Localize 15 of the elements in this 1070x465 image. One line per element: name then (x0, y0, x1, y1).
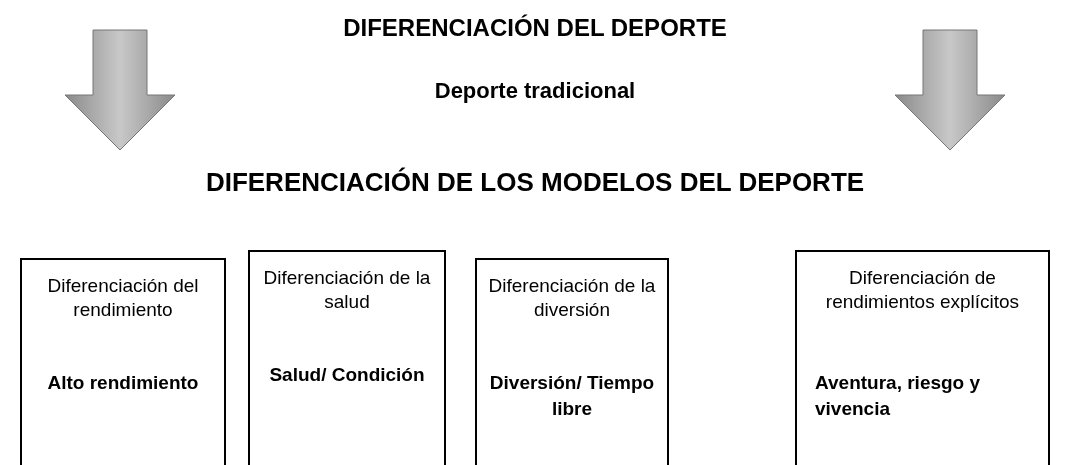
category-box (475, 258, 669, 465)
box-body: Alto rendimiento (46, 371, 200, 395)
category-box (20, 258, 226, 465)
title: DIFERENCIACIÓN DEL DEPORTE (342, 14, 728, 42)
box-heading: Diferenciación de la salud (262, 266, 432, 314)
box-body: Salud/ Condición (268, 363, 426, 387)
box-heading: Diferenciación de la diversión (487, 274, 657, 322)
box-body: Aventura, riesgo y vivencia (814, 371, 982, 421)
category-box (795, 250, 1050, 465)
box-heading: Diferenciación de rendimientos explícitos (824, 266, 1021, 314)
category-box (248, 250, 446, 465)
heading: DIFERENCIACIÓN DE LOS MODELOS DEL DEPORTE (204, 167, 866, 198)
box-heading: Diferenciación del rendimiento (46, 274, 200, 322)
subtitle: Deporte tradicional (433, 78, 637, 104)
box-body: Diversión/ Tiempo libre (488, 371, 656, 421)
